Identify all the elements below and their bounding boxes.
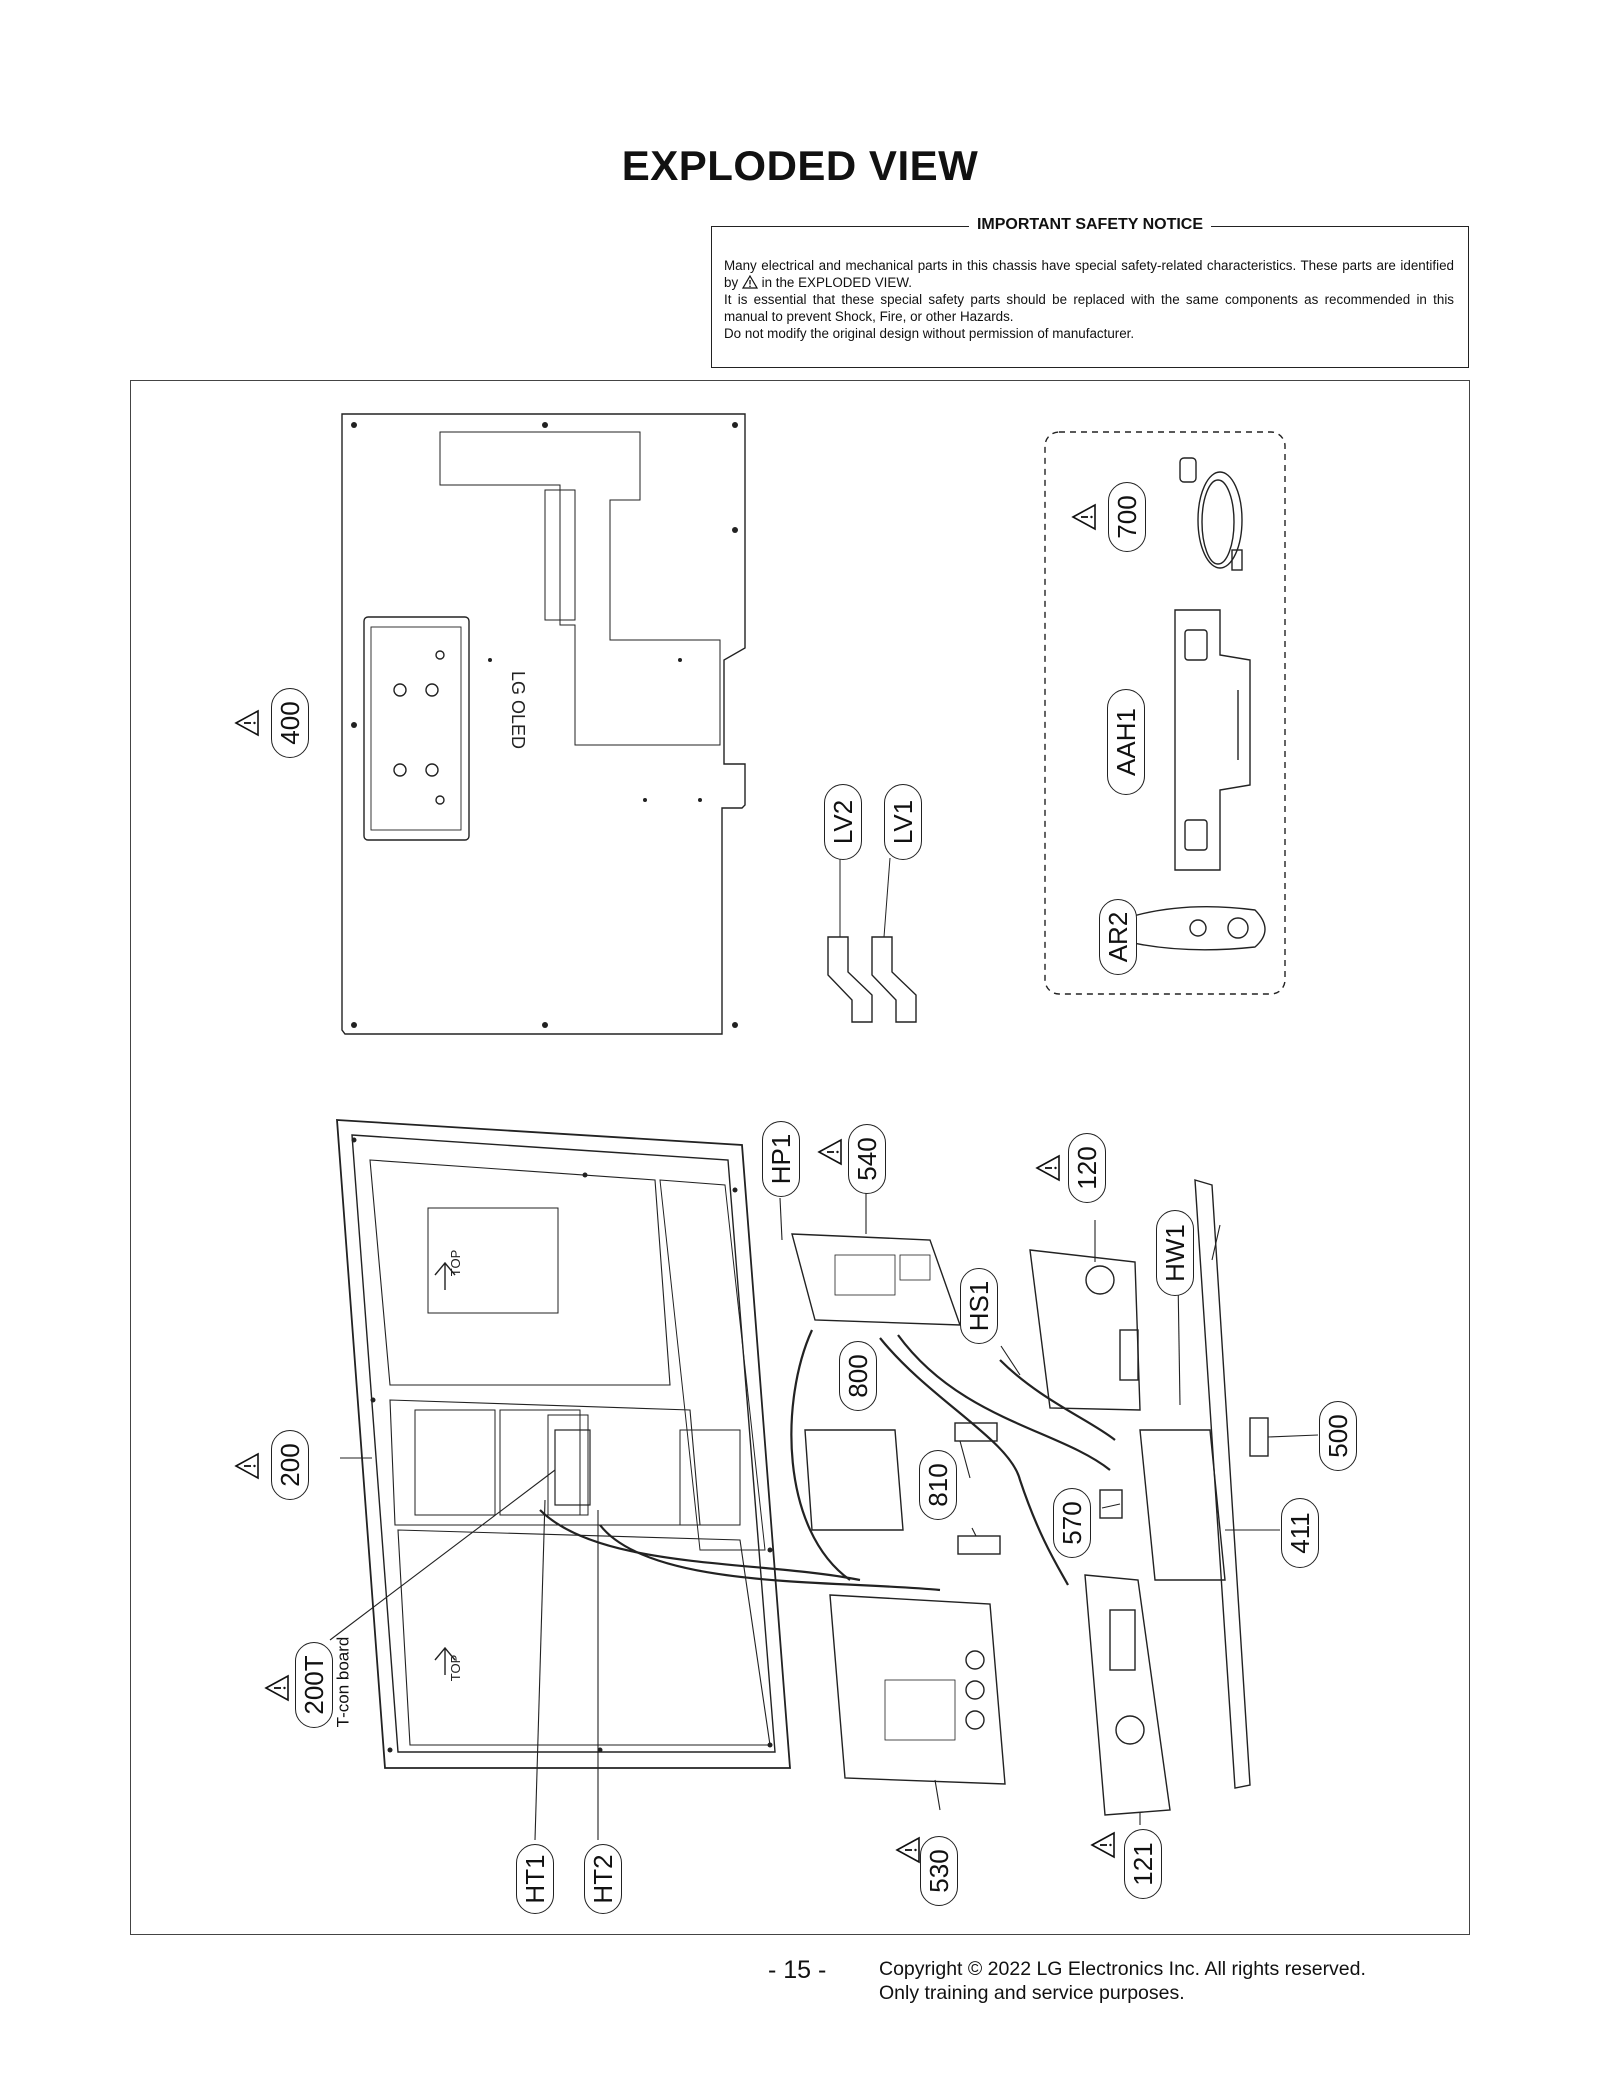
top-marker-upper: TOP bbox=[448, 1250, 463, 1277]
part-label-800: 800 bbox=[839, 1341, 877, 1411]
back-cover-400 bbox=[341, 413, 746, 1035]
part-label-120: 120 bbox=[1068, 1133, 1106, 1203]
accessories-box bbox=[1044, 431, 1286, 995]
copyright-line-1: Copyright © 2022 LG Electronics Inc. All… bbox=[879, 1958, 1366, 1980]
page-number: - 15 - bbox=[768, 1956, 827, 1984]
bracket-411 bbox=[1139, 1429, 1226, 1581]
power-cord-700 bbox=[1179, 457, 1243, 571]
speaker-120 bbox=[1029, 1249, 1141, 1411]
tcon-board-label: T-con board bbox=[333, 1636, 353, 1728]
part-label-ar2: AR2 bbox=[1099, 899, 1137, 975]
warning-triangle-icon bbox=[235, 504, 1115, 1863]
bracket-810-a bbox=[954, 1422, 998, 1442]
tcon-board bbox=[554, 1429, 591, 1506]
part-label-500: 500 bbox=[1319, 1401, 1357, 1471]
copyright-text: Copyright © 2022 LG Electronics Inc. All… bbox=[879, 1957, 1366, 2005]
panel-logo: LG OLED bbox=[508, 671, 528, 749]
top-marker-lower: TOP bbox=[448, 1655, 463, 1682]
part-label-ht1: HT1 bbox=[516, 1844, 554, 1914]
part-label-121: 121 bbox=[1124, 1829, 1162, 1899]
part-label-570: 570 bbox=[1053, 1488, 1091, 1558]
notice-line-2: It is essential that these special safet… bbox=[724, 292, 1454, 324]
part-label-530: 530 bbox=[920, 1836, 958, 1906]
bracket-800 bbox=[804, 1429, 904, 1531]
part-label-700: 700 bbox=[1108, 482, 1146, 552]
part-label-200: 200 bbox=[271, 1430, 309, 1500]
safety-notice-box: IMPORTANT SAFETY NOTICE Many electrical … bbox=[711, 216, 1469, 368]
diagram-frame bbox=[130, 380, 1470, 1935]
page-title: EXPLODED VIEW bbox=[621, 142, 979, 189]
stand-bar bbox=[1194, 1179, 1251, 1789]
part-label-810: 810 bbox=[919, 1450, 957, 1520]
main-board-540 bbox=[791, 1233, 962, 1326]
part-label-400: 400 bbox=[271, 688, 309, 758]
part-label-aah1: AAH1 bbox=[1107, 689, 1145, 795]
part-label-411: 411 bbox=[1281, 1498, 1319, 1568]
module-570 bbox=[1099, 1489, 1123, 1519]
part-label-540: 540 bbox=[848, 1124, 886, 1194]
wall-bracket-aah1 bbox=[1174, 609, 1251, 871]
notice-line-3: Do not modify the original design withou… bbox=[724, 326, 1135, 341]
safety-notice-body: Many electrical and mechanical parts in … bbox=[724, 257, 1454, 342]
copyright-line-2: Only training and service purposes. bbox=[879, 1982, 1185, 2004]
notice-line-1a: Many electrical and mechanical parts in … bbox=[724, 258, 1454, 290]
button-500 bbox=[1249, 1417, 1269, 1457]
part-label-lv1: LV1 bbox=[884, 784, 922, 860]
ffc-cables-lv bbox=[827, 857, 917, 1023]
part-label-hw1: HW1 bbox=[1156, 1210, 1194, 1296]
part-label-hp1: HP1 bbox=[762, 1121, 800, 1197]
part-label-200t: 200T bbox=[295, 1642, 333, 1728]
remote-control-ar2 bbox=[1114, 905, 1266, 951]
part-label-ht2: HT2 bbox=[584, 1844, 622, 1914]
speaker-121 bbox=[1084, 1574, 1171, 1816]
bracket-810-b bbox=[957, 1535, 1001, 1555]
part-label-lv2: LV2 bbox=[824, 784, 862, 860]
notice-line-1b: in the EXPLODED VIEW. bbox=[761, 275, 912, 290]
warning-triangle-icon bbox=[741, 275, 758, 289]
middle-frame-200 bbox=[336, 1119, 791, 1769]
part-label-hs1: HS1 bbox=[960, 1268, 998, 1344]
power-board-530 bbox=[829, 1594, 1006, 1785]
safety-notice-title: IMPORTANT SAFETY NOTICE bbox=[968, 216, 1212, 233]
